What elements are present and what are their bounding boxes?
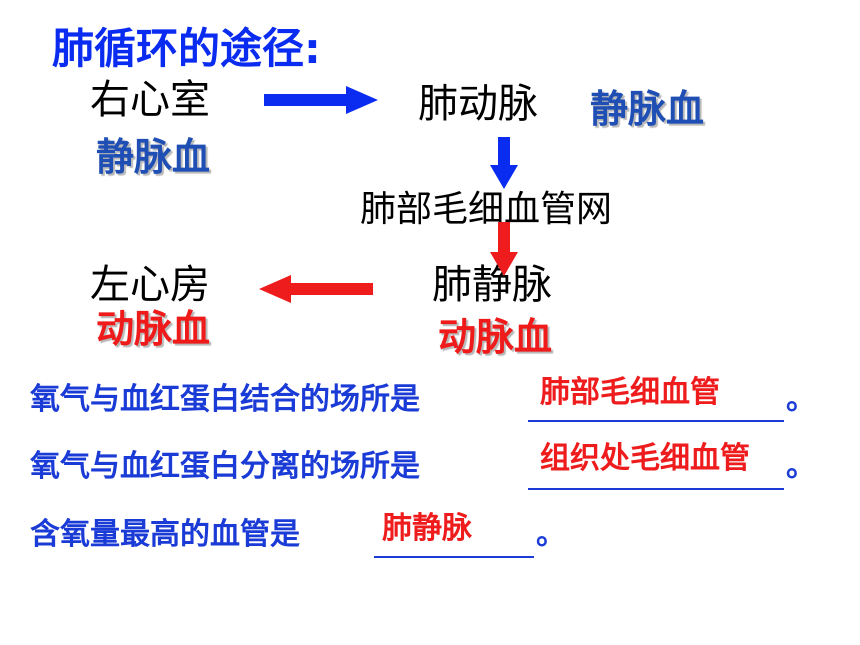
node-left-atrium: 左心房 xyxy=(90,262,210,308)
question-2-answer: 组织处毛细血管 xyxy=(540,441,750,476)
question-3-text: 含氧量最高的血管是 xyxy=(30,517,300,552)
arrow-left-icon xyxy=(259,275,373,303)
arrow-right-icon xyxy=(264,86,378,114)
question-1-answer: 肺部毛细血管 xyxy=(540,375,720,410)
question-1-text: 氧气与血红蛋白结合的场所是 xyxy=(30,382,420,417)
label-right-ventricle-venous-blood: 静脉血 xyxy=(96,135,211,179)
arrow-down-red-icon xyxy=(490,222,518,276)
node-pulmonary-vein: 肺静脉 xyxy=(432,262,552,308)
label-left-atrium-arterial-blood: 动脉血 xyxy=(96,307,211,351)
page-title: 肺循环的途径: xyxy=(52,24,321,73)
question-2-text: 氧气与血红蛋白分离的场所是 xyxy=(30,449,420,484)
question-3-end: 。 xyxy=(536,517,566,552)
question-3-answer: 肺静脉 xyxy=(382,511,472,546)
question-1-end: 。 xyxy=(786,382,816,417)
label-pulmonary-artery-venous-blood: 静脉血 xyxy=(590,87,705,131)
node-pulmonary-artery: 肺动脉 xyxy=(418,81,538,127)
question-3-blank xyxy=(374,556,534,558)
label-pulmonary-vein-arterial-blood: 动脉血 xyxy=(438,315,553,359)
question-2-blank xyxy=(528,488,784,490)
question-1-blank xyxy=(528,420,784,422)
node-lung-capillary-network: 肺部毛细血管网 xyxy=(360,189,613,230)
question-2-end: 。 xyxy=(786,449,816,484)
arrow-down-icon xyxy=(490,137,518,189)
node-right-ventricle: 右心室 xyxy=(90,77,210,123)
